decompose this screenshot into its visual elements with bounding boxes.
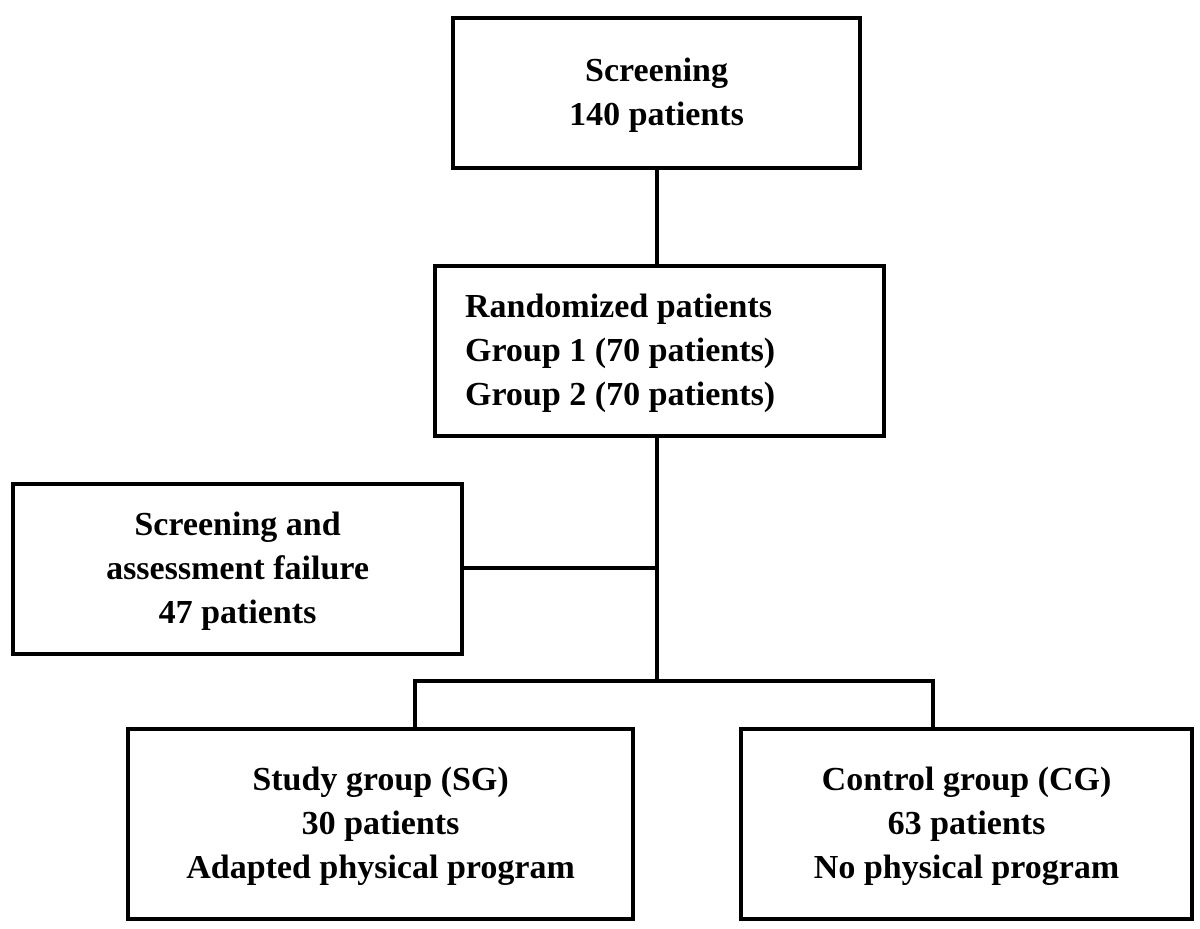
study-group-program: Adapted physical program xyxy=(186,849,575,886)
study-group-count: 30 patients xyxy=(301,805,460,842)
failure-line1: Screening and xyxy=(134,506,341,543)
connector-screening-to-randomized xyxy=(655,168,659,266)
connector-randomized-trunk xyxy=(655,436,659,682)
randomized-group2: Group 2 (70 patients) xyxy=(465,376,776,413)
connector-failure-branch xyxy=(461,566,657,570)
screening-title: Screening xyxy=(585,52,728,89)
failure-line2: assessment failure xyxy=(106,550,369,587)
randomized-title: Randomized patients xyxy=(465,288,772,325)
screening-count: 140 patients xyxy=(569,96,744,133)
control-group-program: No physical program xyxy=(813,849,1120,886)
study-group-box: Study group (SG) 30 patients Adapted phy… xyxy=(126,727,635,921)
randomized-group1: Group 1 (70 patients) xyxy=(465,332,776,369)
control-group-box: Control group (CG) 63 patients No physic… xyxy=(739,727,1194,921)
connector-to-control-group xyxy=(931,679,935,729)
screening-box: Screening 140 patients xyxy=(451,16,862,170)
failure-count: 47 patients xyxy=(158,594,317,631)
connector-split-horizontal xyxy=(413,679,935,683)
failure-box: Screening and assessment failure 47 pati… xyxy=(11,482,464,656)
connector-to-study-group xyxy=(413,679,417,729)
randomized-box: Randomized patients Group 1 (70 patients… xyxy=(433,264,886,438)
control-group-title: Control group (CG) xyxy=(821,761,1112,798)
study-group-title: Study group (SG) xyxy=(252,761,509,798)
control-group-count: 63 patients xyxy=(887,805,1046,842)
